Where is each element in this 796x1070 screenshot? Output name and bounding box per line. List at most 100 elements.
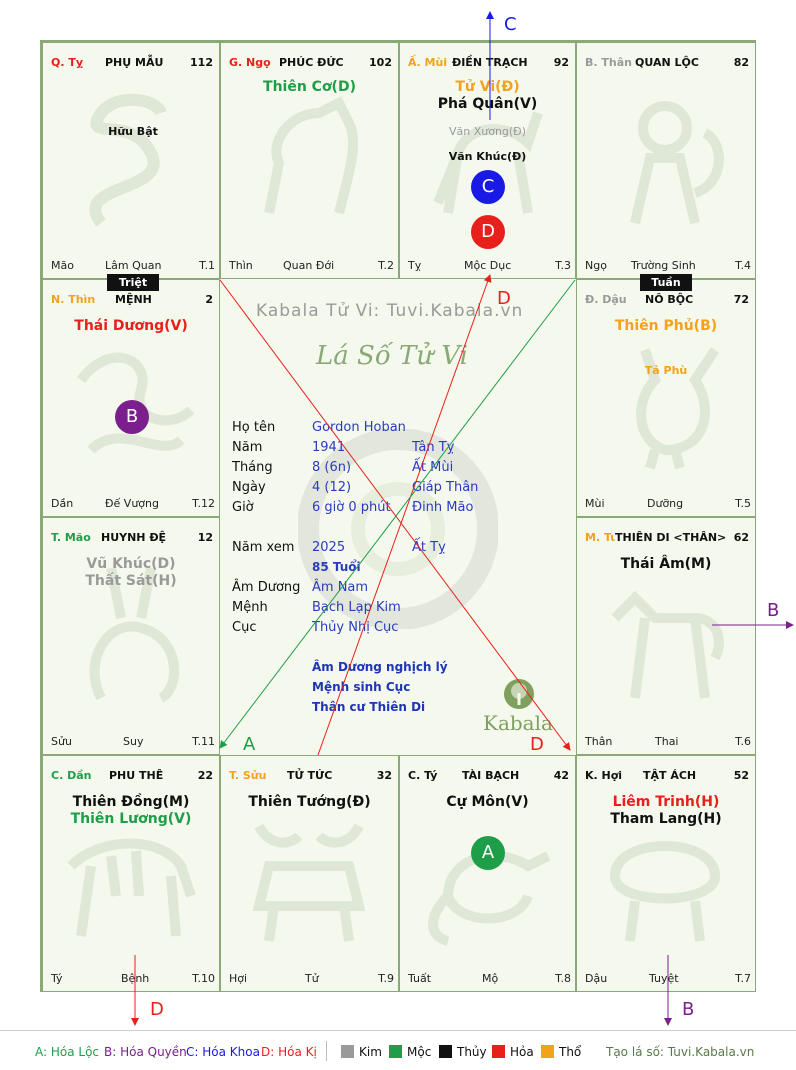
palace-name: MỆNH xyxy=(115,293,152,306)
major-star: Thiên Đồng(M) xyxy=(72,794,190,810)
major-star: Vũ Khúc(D) xyxy=(86,556,176,572)
major-star: Thiên Lương(V) xyxy=(70,811,192,827)
major-star: Thất Sát(H) xyxy=(85,573,177,589)
cell-ngo[interactable]: G. Ngọ PHÚC ĐỨC 102 Thiên Cơ(D) Thìn Qua… xyxy=(220,42,399,279)
foot-mid: Trường Sinh xyxy=(631,259,696,272)
tu-vi-chart-board: Q. Tỵ PHỤ MẪU 112 Hữu Bật Mão Lâm Quan T… xyxy=(40,40,756,992)
kabala-tree-icon xyxy=(504,679,534,709)
kabala-logo-text: Kabala xyxy=(483,711,553,735)
foot-mid: Quan Đới xyxy=(283,259,335,272)
palace-name: TÀI BẠCH xyxy=(462,769,520,782)
note-line: Mệnh sinh Cục xyxy=(312,680,411,694)
cell-tuat[interactable]: M. Tuất THIÊN DI <THÂN> 62 Thái Âm(M) Th… xyxy=(576,517,756,755)
major-star: Tham Lang(H) xyxy=(610,811,722,827)
note-line: Thân cư Thiên Di xyxy=(312,700,426,714)
foot-right: T.11 xyxy=(192,735,215,748)
rat-icon xyxy=(428,851,551,946)
foot-mid: Mộ xyxy=(482,972,499,985)
foot-left: Dần xyxy=(51,497,74,510)
legend-hoa-khoa: C: Hóa Khoa xyxy=(186,1045,260,1059)
tuan-tag: Tuần xyxy=(640,274,692,291)
legend-hoa-loc: A: Hóa Lộc xyxy=(35,1045,100,1059)
cell-tys[interactable]: C. Tý TÀI BẠCH 42 Cự Môn(V) A Tuất Mộ T.… xyxy=(399,755,576,992)
legend-moc: Mộc xyxy=(389,1045,431,1059)
minor-star: Văn Xương(Đ) xyxy=(448,125,527,138)
branch-label: C. Tý xyxy=(408,769,438,782)
palace-score: 52 xyxy=(733,769,749,782)
branch-label: N. Thìn xyxy=(51,293,96,306)
branch-label: G. Ngọ xyxy=(229,56,271,69)
foot-mid: Lâm Quan xyxy=(105,259,162,272)
foot-left: Ngọ xyxy=(585,259,607,272)
bagua-watermark-icon xyxy=(298,429,498,629)
major-star: Thiên Tướng(Đ) xyxy=(248,794,371,810)
foot-left: Tuất xyxy=(408,972,432,985)
arrow-label-b: B xyxy=(682,999,694,1020)
palace-name: TẬT ÁCH xyxy=(643,769,697,782)
cell-dau[interactable]: Đ. Dậu NÔ BỘC 72 Thiên Phủ(B) Tả Phù Mùi… xyxy=(576,279,756,517)
cell-hoi[interactable]: K. Hợi TẬT ÁCH 52 Liêm Trinh(H) Tham Lan… xyxy=(576,755,756,992)
minor-star: Tả Phù xyxy=(644,364,688,377)
major-star: Thái Dương(V) xyxy=(74,318,188,334)
palace-score: 82 xyxy=(733,56,749,69)
foot-mid: Tuyệt xyxy=(649,972,679,985)
palace-name: NÔ BỘC xyxy=(645,293,694,306)
ox-icon xyxy=(252,823,366,942)
foot-right: T.10 xyxy=(192,972,215,985)
legend-bar: A: Hóa Lộc B: Hóa Quyền C: Hóa Khoa D: H… xyxy=(0,1030,796,1070)
palace-score: 92 xyxy=(553,56,569,69)
foot-right: T.3 xyxy=(555,259,571,272)
palace-score: 102 xyxy=(369,56,392,69)
arrow-label-d: D xyxy=(150,999,164,1020)
pig-icon xyxy=(609,841,721,942)
palace-name: PHÚC ĐỨC xyxy=(279,56,344,69)
legend-thuy: Thủy xyxy=(439,1045,487,1059)
cell-suu[interactable]: T. Sửu TỬ TỨC 32 Thiên Tướng(Đ) Hợi Tử T… xyxy=(220,755,399,992)
legend-hoa-ki: D: Hóa Kị xyxy=(261,1045,317,1059)
palace-name: THIÊN DI <THÂN> xyxy=(615,531,727,544)
cell-mao[interactable]: T. Mão HUYNH ĐỆ 12 Vũ Khúc(D) Thất Sát(H… xyxy=(42,517,220,755)
foot-right: T.4 xyxy=(735,259,751,272)
site-link[interactable]: Tạo lá số: Tuvi.Kabala.vn xyxy=(606,1045,755,1059)
foot-left: Hợi xyxy=(229,972,248,985)
palace-score: 72 xyxy=(733,293,749,306)
rooster-icon xyxy=(636,347,720,470)
monkey-icon xyxy=(630,101,724,225)
cell-than[interactable]: B. Thân QUAN LỘC 82 Ngọ Trường Sinh T.4 xyxy=(576,42,756,279)
legend-hoa-quyen: B: Hóa Quyền xyxy=(104,1045,187,1059)
legend-hoa: Hỏa xyxy=(492,1045,534,1059)
cell-ty[interactable]: Q. Tỵ PHỤ MẪU 112 Hữu Bật Mão Lâm Quan T… xyxy=(42,42,220,279)
cell-mui[interactable]: Ấ. Mùi ĐIỀN TRẠCH 92 Tử Vi(Đ) Phá Quân(V… xyxy=(399,42,576,279)
palace-name: QUAN LỘC xyxy=(635,56,699,69)
palace-score: 32 xyxy=(376,769,392,782)
palace-score: 42 xyxy=(553,769,569,782)
major-star: Thái Âm(M) xyxy=(620,556,712,572)
tiger-icon xyxy=(67,838,196,937)
legend-divider xyxy=(326,1041,327,1061)
cell-thin[interactable]: N. Thìn MỆNH 2 Thái Dương(V) B Dần Đế Vư… xyxy=(42,279,220,517)
palace-score: 12 xyxy=(197,531,213,544)
major-star: Liêm Trinh(H) xyxy=(612,794,720,810)
major-star: Cự Môn(V) xyxy=(446,794,529,810)
palace-name: PHU THÊ xyxy=(109,769,164,782)
foot-left: Mùi xyxy=(585,497,605,510)
cell-dan[interactable]: C. Dần PHU THÊ 22 Thiên Đồng(M) Thiên Lư… xyxy=(42,755,220,992)
note-line: Âm Dương nghịch lý xyxy=(312,660,448,674)
palace-name: TỬ TỨC xyxy=(287,769,333,782)
dog-icon xyxy=(611,590,724,699)
foot-left: Thìn xyxy=(229,259,253,272)
branch-label: T. Sửu xyxy=(229,769,267,782)
chart-subtitle: Lá Số Tử Vi xyxy=(316,341,469,371)
rabbit-icon xyxy=(89,567,179,703)
foot-mid: Mộc Dục xyxy=(464,259,512,272)
minor-star: Văn Khúc(Đ) xyxy=(448,150,527,163)
foot-mid: Thai xyxy=(655,735,679,748)
branch-label: T. Mão xyxy=(51,531,91,544)
goat-icon xyxy=(433,111,543,214)
